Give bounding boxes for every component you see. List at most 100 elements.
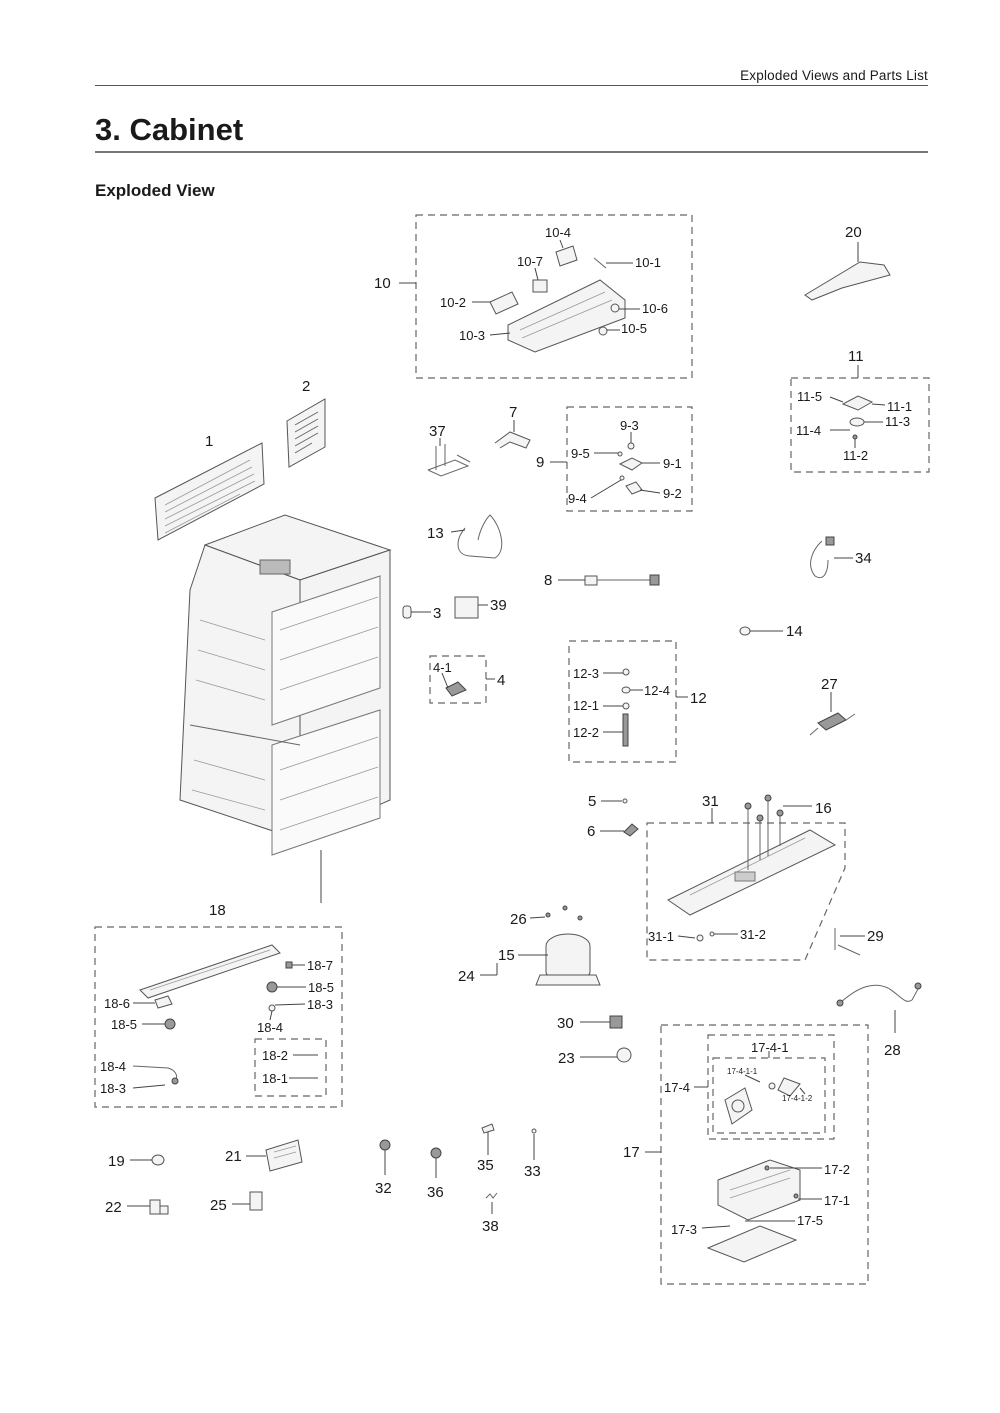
label-12-2: 12-2 <box>573 725 599 740</box>
label-10: 10 <box>374 275 391 292</box>
label-3: 3 <box>433 605 441 622</box>
part-36-foot <box>430 1147 442 1178</box>
label-11-3: 11-3 <box>885 414 910 429</box>
part-28-wire <box>836 982 922 1033</box>
part-35-pin <box>481 1123 495 1155</box>
part-19-roller <box>130 1154 165 1166</box>
label-9-4: 9-4 <box>568 491 587 506</box>
label-29: 29 <box>867 928 884 945</box>
label-9: 9 <box>536 454 544 471</box>
section-subtitle: Exploded View <box>95 181 215 200</box>
group-box-17 <box>660 1024 869 1285</box>
label-37: 37 <box>429 423 446 440</box>
label-17-4-1-2: 17-4-1-2 <box>782 1094 813 1103</box>
label-31: 31 <box>702 793 719 810</box>
label-17-5: 17-5 <box>797 1213 823 1228</box>
label-9-1: 9-1 <box>663 456 682 471</box>
label-9-2: 9-2 <box>663 486 682 501</box>
group-box-9 <box>566 406 693 512</box>
part-21-panel <box>246 1139 303 1172</box>
label-39: 39 <box>490 597 507 614</box>
label-15: 15 <box>498 947 515 964</box>
group-box-12 <box>568 640 677 763</box>
part-6-clip <box>600 823 639 837</box>
part-18-rail-assembly <box>132 944 318 1089</box>
group-box-18 <box>94 926 343 1108</box>
label-30: 30 <box>557 1015 574 1032</box>
page-title: 3. Cabinet <box>95 112 244 147</box>
part-4-1-bracket <box>441 672 467 697</box>
label-27: 27 <box>821 676 838 693</box>
label-18-2: 18-2 <box>262 1048 288 1063</box>
part-9-hinge-assembly <box>550 432 661 499</box>
part-39-block <box>454 596 488 619</box>
label-35: 35 <box>477 1157 494 1174</box>
group-box-4 <box>429 655 487 704</box>
part-30-relay <box>580 1015 623 1029</box>
label-18: 18 <box>209 902 226 919</box>
label-11-1: 11-1 <box>887 399 912 414</box>
part-1-rear-cover <box>154 442 265 541</box>
group-box-17-4-1 <box>712 1057 826 1134</box>
label-20: 20 <box>845 224 862 241</box>
label-6: 6 <box>587 823 595 840</box>
label-18-1: 18-1 <box>262 1071 288 1086</box>
header-rule <box>95 85 928 86</box>
label-18-4a: 18-4 <box>257 1020 283 1035</box>
label-23: 23 <box>558 1050 575 1067</box>
label-31-2: 31-2 <box>740 927 766 942</box>
label-38: 38 <box>482 1218 499 1235</box>
label-18-4b: 18-4 <box>100 1059 126 1074</box>
part-34-cable <box>810 536 853 578</box>
part-7-hinge-cover <box>494 420 531 449</box>
label-14: 14 <box>786 623 803 640</box>
label-32: 32 <box>375 1180 392 1197</box>
label-12: 12 <box>690 690 707 707</box>
part-12-leveling-assembly <box>603 668 688 747</box>
label-9-5: 9-5 <box>571 446 590 461</box>
label-12-3: 12-3 <box>573 666 599 681</box>
label-11-5: 11-5 <box>797 389 822 404</box>
label-4-1: 4-1 <box>433 660 452 675</box>
label-10-2: 10-2 <box>440 295 466 310</box>
label-21: 21 <box>225 1148 242 1165</box>
label-33: 33 <box>524 1163 541 1180</box>
label-18-7: 18-7 <box>307 958 333 973</box>
part-13-wire-harness <box>450 514 503 559</box>
label-10-7: 10-7 <box>517 254 543 269</box>
part-14-cap <box>739 626 783 636</box>
part-11-hinge-assembly <box>829 365 886 448</box>
label-24: 24 <box>458 968 475 985</box>
label-18-3a: 18-3 <box>307 997 333 1012</box>
label-11-2: 11-2 <box>843 448 868 463</box>
label-10-4: 10-4 <box>545 225 571 240</box>
part-32-foot <box>379 1139 391 1175</box>
part-22-hinge <box>127 1199 169 1215</box>
part-38-spring <box>485 1192 498 1214</box>
label-11: 11 <box>848 348 864 365</box>
part-17-fan-assembly <box>645 1051 822 1263</box>
label-18-5a: 18-5 <box>308 980 334 995</box>
label-26: 26 <box>510 911 527 928</box>
label-10-5: 10-5 <box>621 321 647 336</box>
part-8-power-cord <box>558 574 660 586</box>
label-12-1: 12-1 <box>573 698 599 713</box>
label-9-3: 9-3 <box>620 418 639 433</box>
part-33-screw <box>531 1128 537 1160</box>
label-1: 1 <box>205 433 213 450</box>
label-4: 4 <box>497 672 505 689</box>
label-28: 28 <box>884 1042 901 1059</box>
label-12-4: 12-4 <box>644 683 670 698</box>
label-8: 8 <box>544 572 552 589</box>
part-25-hinge <box>232 1191 263 1211</box>
label-18-5b: 18-5 <box>111 1017 137 1032</box>
label-22: 22 <box>105 1199 122 1216</box>
part-5-screw <box>601 798 628 804</box>
label-31-1: 31-1 <box>648 929 674 944</box>
label-10-1: 10-1 <box>635 255 661 270</box>
label-13: 13 <box>427 525 444 542</box>
label-19: 19 <box>108 1153 125 1170</box>
cabinet-body <box>179 514 392 903</box>
part-37-wire-holder <box>427 438 471 477</box>
